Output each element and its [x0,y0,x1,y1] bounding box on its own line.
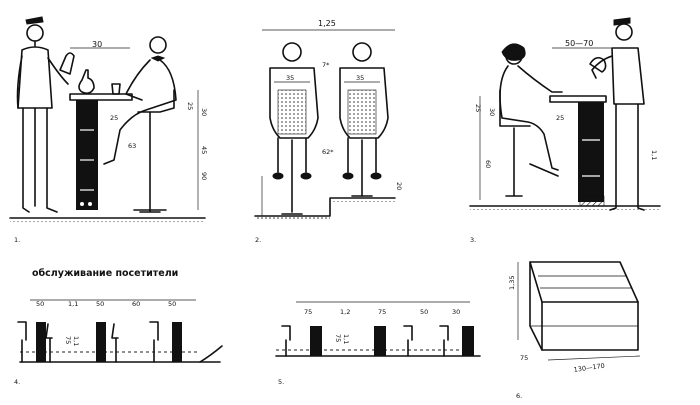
figure-1-dimensions: 30 25 63 30 45 90 25 [70,40,208,210]
fig1-dim-25: 25 [110,114,118,122]
fig6-dim-height: 1,35 [508,276,516,290]
figure-1-bartender-and-seated-guest: 30 25 63 30 45 90 25 1. [9,16,208,244]
bar-counter [69,93,133,210]
fig5-h2: 1,1 [342,334,350,344]
fig3-dim-reach: 50—70 [565,39,593,48]
bar-counter-3 [549,95,607,207]
fig1-dim-63: 63 [128,142,136,150]
bartender-figure [16,16,95,213]
fig2-dim-seat-left: 35 [286,74,294,82]
fig5-s1: 75 [304,308,312,316]
fig5-s4: 50 [420,308,428,316]
female-guest-figure [499,43,563,197]
fig2-dim-height: 62* [322,148,334,156]
fig3-dim-v1: 25 [474,104,482,112]
fig1-dim-v2: 45 [200,146,208,154]
fig1-dim-v3: 90 [200,172,208,180]
fig3-dim-25: 25 [556,114,564,122]
fig4-s5: 50 [168,300,176,308]
fig3-dim-v3: 60 [484,160,492,168]
fig2-dim-total: 1,25 [318,19,336,28]
fig6-dim-length: 130—170 [573,362,605,374]
figure-6-display-case: 1,35 75 130—170 6. [508,261,641,400]
fig5-h1: 75 [334,334,342,342]
fig4-s4: 60 [132,300,140,308]
fig4-s3: 50 [96,300,104,308]
bartender-figure-3 [589,17,645,211]
fig1-dim-v1: 30 [200,108,208,116]
fig4-index: 4. [14,378,20,386]
fig4-furniture [17,321,182,363]
fig4-h1: 75 [64,336,72,344]
fig4-s2: 1,1 [68,300,78,308]
figure-5-counter-row-plan: 75 1,2 75 50 30 75 1,1 5. [275,301,481,386]
fig1-index: 1. [14,236,20,244]
fig5-s2: 1,2 [340,308,350,316]
figure-3-female-guest-and-bartender: 50—70 25 25 30 60 1,1 3. [469,17,661,244]
fig6-index: 6. [516,392,522,400]
fig2-dim-gap: 7* [322,61,330,69]
stool-person-left [269,42,319,215]
stool-person-right [339,42,389,197]
fig3-dim-v4: 1,1 [650,150,658,160]
fig2-index: 2. [255,236,261,244]
fig4-caption: обслуживание посетители [32,268,178,279]
figure-4-service-and-visitors-plan: обслуживание посетители 50 1,1 50 60 50 … [14,268,223,386]
fig2-dim-seat-right: 35 [356,74,364,82]
figure-2-two-stools-front-view: 1,25 35 35 7* 62* 20 [254,19,403,244]
fig5-index: 5. [278,378,284,386]
fig5-furniture [281,325,474,357]
fig5-s3: 75 [378,308,386,316]
fig3-dim-v2: 30 [488,108,496,116]
fig6-dim-depth: 75 [520,354,528,362]
fig4-s1: 50 [36,300,44,308]
fig1-dim-v4: 25 [186,102,194,110]
fig2-dim-step: 20 [395,182,403,190]
fig3-index: 3. [470,236,476,244]
fig5-s5: 30 [452,308,460,316]
fig1-dim-counter-width: 30 [92,40,102,49]
fig4-h2: 1,1 [72,336,80,346]
seated-guest-figure [103,36,177,213]
